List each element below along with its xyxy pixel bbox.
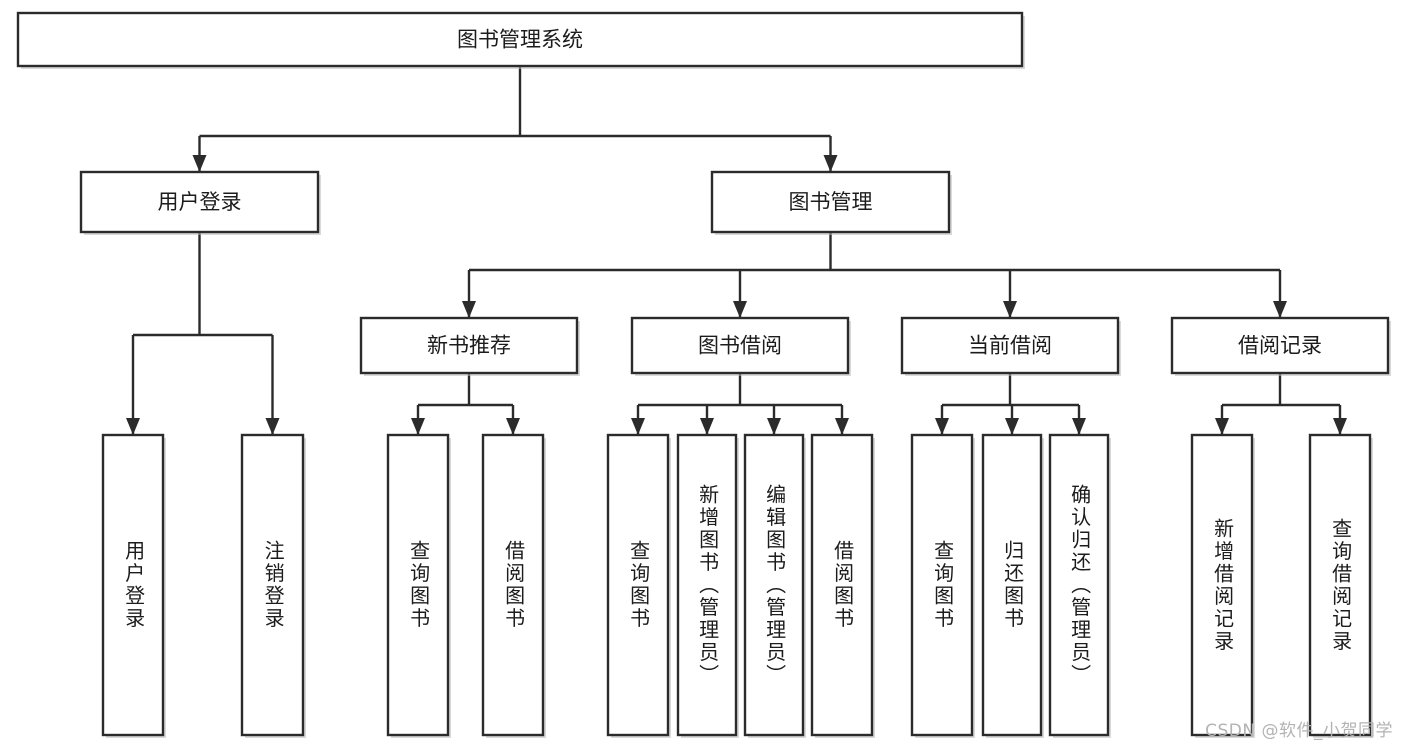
user-login-arrow-1 (265, 418, 280, 435)
book-manage-arrow-0 (462, 301, 476, 318)
node-leaf-user-login[interactable] (101, 433, 165, 737)
node-leaf-borrow-book-1[interactable] (481, 433, 545, 737)
node-user-login-label: 用户登录 (158, 190, 242, 214)
node-new-book-rec-label: 新书推荐 (427, 334, 511, 358)
node-leaf-add-book[interactable] (676, 433, 738, 737)
node-leaf-query-book-3[interactable] (910, 433, 974, 737)
book-manage-arrow-3 (1273, 301, 1287, 318)
node-leaf-borrow-book-2[interactable] (810, 433, 874, 737)
book-manage-arrow-2 (1003, 301, 1017, 318)
node-book-manage-label: 图书管理 (789, 190, 873, 214)
root-arrow-1 (823, 155, 838, 172)
user-login-arrow-0 (126, 418, 140, 435)
book-borrow-arrow-2 (767, 418, 781, 435)
borrow-record-arrow-1 (1333, 418, 1347, 435)
node-leaf-return-book[interactable] (981, 433, 1043, 737)
current-borrow-arrow-0 (935, 418, 949, 435)
node-root-label: 图书管理系统 (457, 28, 583, 52)
node-current-borrow-label: 当前借阅 (968, 334, 1052, 358)
book-manage-arrow-1 (733, 301, 747, 318)
node-book-borrow[interactable] (630, 316, 850, 375)
node-leaf-query-book-2[interactable] (606, 433, 670, 737)
root-arrow-0 (192, 155, 207, 172)
node-user-login[interactable] (79, 170, 320, 234)
borrow-record-arrow-0 (1215, 418, 1229, 435)
node-book-manage[interactable] (710, 170, 951, 234)
current-borrow-arrow-2 (1072, 418, 1086, 435)
node-leaf-logout[interactable] (240, 433, 305, 737)
book-borrow-arrow-1 (700, 418, 714, 435)
book-borrow-arrow-3 (835, 418, 849, 435)
node-borrow-record[interactable] (1170, 316, 1390, 375)
book-borrow-arrow-0 (631, 418, 645, 435)
current-borrow-arrow-1 (1005, 418, 1019, 435)
nodes-layer (16, 11, 1391, 738)
node-borrow-record-label: 借阅记录 (1238, 334, 1322, 358)
watermark-text: CSDN @软件_小贺同学 (1205, 721, 1393, 741)
node-leaf-add-record[interactable] (1190, 433, 1254, 737)
node-current-borrow[interactable] (900, 316, 1120, 375)
node-new-book-rec[interactable] (359, 316, 579, 375)
new-book-rec-arrow-0 (411, 418, 425, 435)
node-leaf-edit-book[interactable] (743, 433, 805, 737)
node-leaf-query-record[interactable] (1308, 433, 1372, 737)
node-leaf-confirm-return[interactable] (1048, 433, 1110, 737)
node-root[interactable] (16, 11, 1024, 68)
new-book-rec-arrow-1 (506, 418, 520, 435)
connectors-layer (126, 66, 1347, 435)
node-leaf-query-book-1[interactable] (386, 433, 450, 737)
node-book-borrow-label: 图书借阅 (698, 334, 782, 358)
